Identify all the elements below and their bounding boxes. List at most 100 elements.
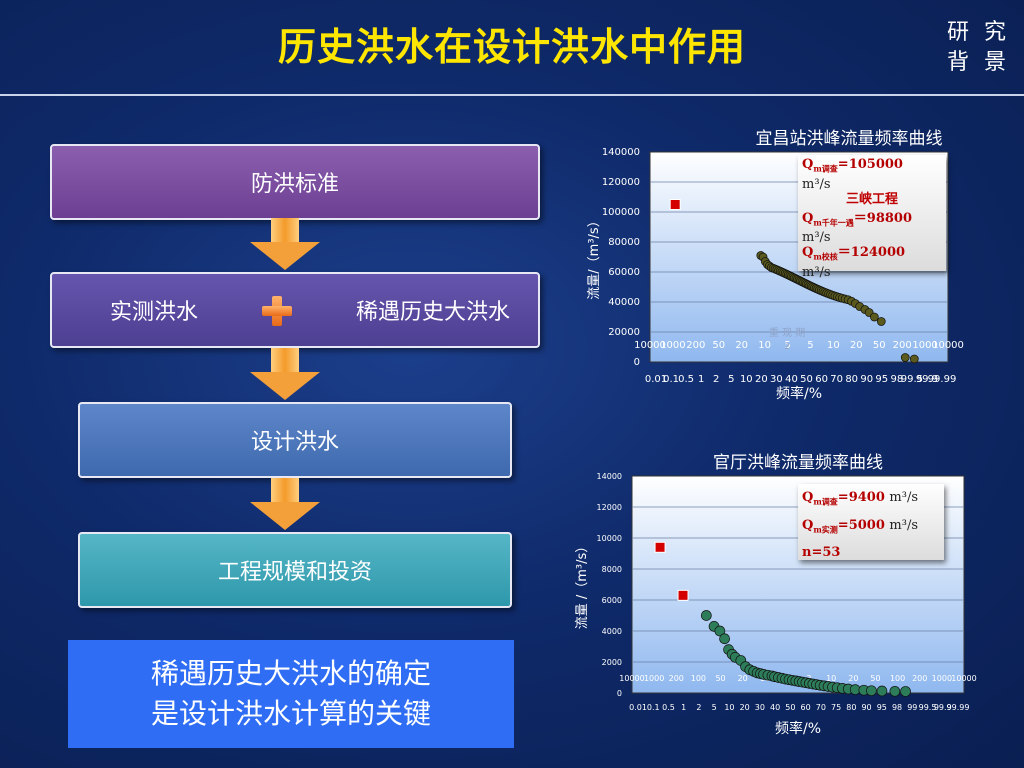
x-tick-label: 1 [681,703,686,712]
x-tick-label: 60 [801,703,811,712]
x-axis-label: 频率/% [775,720,821,737]
observed-flood-point [876,317,886,326]
x-tick-label: 5 [712,703,717,712]
return-period-tick-label: 20 [738,674,748,683]
return-period-tick-label: 200 [893,340,912,351]
x-tick-label: 2 [713,374,719,385]
y-tick-label: 14000 [597,472,622,481]
x-tick-label: 10 [740,374,753,385]
return-period-tick-label: 10000 [932,340,964,351]
observed-flood-point [719,633,730,645]
return-period-tick-label: 20 [848,674,858,683]
x-tick-label: 98 [890,374,903,385]
return-period-label: 重 现 期 [769,326,805,339]
return-period-tick-label: 10 [827,340,840,351]
return-period-tick-label: 50 [712,340,725,351]
y-tick-label: 120000 [602,177,640,188]
x-tick-label: 99.9 [934,703,952,712]
x-tick-label: 80 [845,374,858,385]
chart-title: 官厅洪峰流量频率曲线 [713,453,883,473]
y-tick-label: 40000 [608,297,640,308]
design-flood-box: 设计洪水 [78,402,512,478]
return-period-tick-label: 200 [669,674,684,683]
x-tick-label: 95 [877,703,887,712]
x-tick-label: 99.9 [916,374,938,385]
x-tick-label: 99.99 [928,374,957,385]
header-divider [0,94,1024,96]
x-tick-label: 50 [785,703,795,712]
observed-flood-point [870,312,879,322]
return-period-tick-label: 1000 [644,674,664,683]
x-tick-label: 99.99 [947,703,970,712]
y-tick-label: 140000 [602,147,640,158]
key-line-2: 是设计洪水计算的关键 [150,697,431,730]
measured-flood-label: 实测洪水 [110,300,199,325]
return-period-tick-label: 10000 [619,674,644,683]
x-tick-label: 30 [770,374,783,385]
x-tick-label: 1 [698,374,704,385]
x-tick-label: 2 [696,703,701,712]
section-tag: 研 究 背 景 [947,18,1010,78]
y-tick-label: 0 [634,357,640,368]
historical-flood-point [669,199,681,210]
observed-flood-point [714,625,726,637]
return-period-tick-label: 200 [686,340,705,351]
flood-standard-label: 防洪标准 [250,172,339,197]
x-tick-label: 40 [785,374,798,385]
return-period-tick-label: 1000 [932,674,952,683]
y-tick-label: 10000 [597,534,622,543]
y-tick-label: 2000 [602,658,622,667]
observed-flood-point [900,686,911,697]
x-tick-label: 99 [907,703,917,712]
x-tick-label: 75 [831,703,841,712]
down-arrow-icon [250,218,320,272]
historical-flood-label: 稀遇历史大洪水 [355,300,510,325]
x-tick-label: 0.1 [663,374,679,385]
return-period-tick-label: 10 [758,340,771,351]
x-tick-label: 70 [816,703,826,712]
x-tick-label: 99.5 [901,374,923,385]
return-period-tick-label: 50 [870,674,880,683]
design-flood-label: 设计洪水 [250,430,339,455]
historical-flood-point [677,589,689,601]
key-conclusion-box: 稀遇历史大洪水的确定 是设计洪水计算的关键 [68,640,514,748]
observed-flood-point [876,685,888,697]
chart-title: 宜昌站洪峰流量频率曲线 [756,129,943,149]
return-period-label-2: 2 [784,342,790,352]
x-tick-label: 0.5 [678,374,694,385]
x-tick-label: 10 [724,703,734,712]
x-tick-label: 5 [728,374,734,385]
y-tick-label: 4000 [602,627,622,636]
x-tick-label: 20 [740,703,750,712]
x-tick-label: 50 [800,374,813,385]
section-tag-line1: 研 究 [947,20,1010,45]
return-period-tick-label: 10000 [951,674,976,683]
project-scale-box: 工程规模和投资 [78,532,512,608]
observed-flood-point [866,685,877,697]
return-period-tick-label: 200 [912,674,927,683]
y-tick-label: 8000 [602,565,622,574]
down-arrow-icon [250,348,320,402]
return-period-tick-label: 1000 [912,340,937,351]
x-tick-label: 0.1 [647,703,660,712]
return-period-tick-label: 100 [890,674,905,683]
y-tick-label: 6000 [602,596,622,605]
flood-standard-box: 防洪标准 [50,144,540,220]
guanting-callout-measured: Qm实测=5000 m³/s [802,517,918,535]
x-tick-label: 99.5 [919,703,937,712]
guanting-callout-survey: Qm调查=9400 m³/s [802,490,918,507]
section-tag-line2: 背 景 [947,50,1010,75]
return-period-tick-label: 20 [735,340,748,351]
down-arrow-icon [250,478,320,532]
x-tick-label: 0.5 [662,703,675,712]
y-axis-label: 流量 /（m³/s） [575,540,590,630]
x-tick-label: 0.01 [629,703,647,712]
x-tick-label: 70 [830,374,843,385]
project-scale-label: 工程规模和投资 [217,560,372,585]
x-tick-label: 80 [846,703,856,712]
plus-icon [262,296,292,326]
historical-flood-point [654,541,666,553]
key-line-1: 稀遇历史大洪水的确定 [150,657,431,690]
